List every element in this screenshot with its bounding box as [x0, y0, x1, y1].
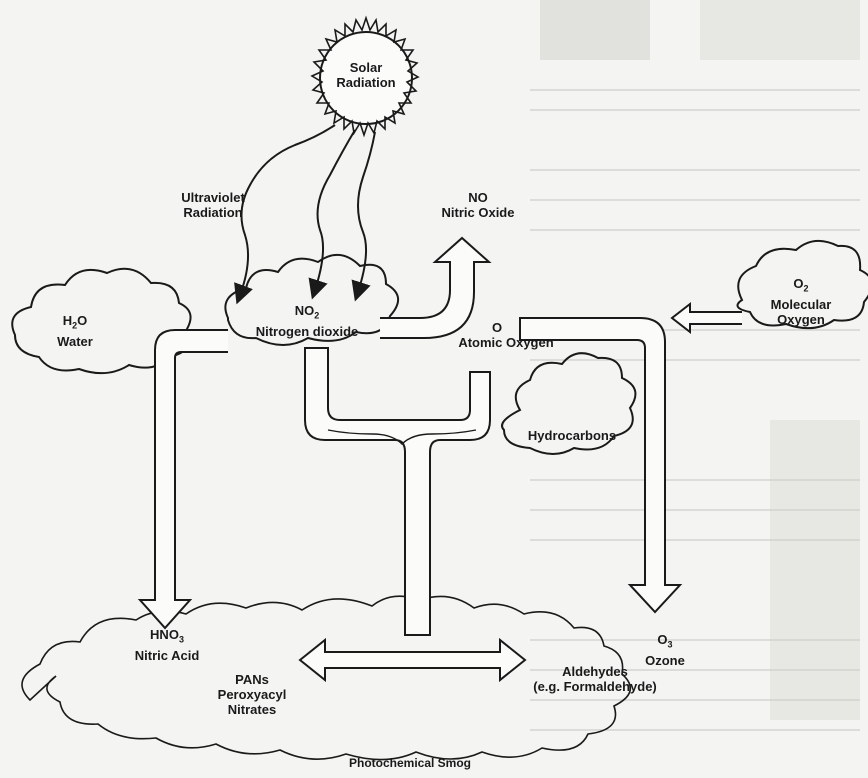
photochemical-smog-cloud	[21, 595, 632, 761]
o2-arrow	[670, 301, 742, 335]
molecular-oxygen-cloud	[736, 239, 868, 330]
ultraviolet-radiation-label: Ultraviolet Radiation	[181, 190, 245, 220]
ozone-arrow	[519, 317, 683, 614]
nitric-oxide-label: NO Nitric Oxide	[441, 190, 515, 220]
hydrocarbons-cloud	[501, 352, 637, 455]
ozone-label: O3 Ozone	[645, 632, 685, 668]
nitrogen-dioxide-cloud	[224, 254, 399, 346]
atomic-oxygen-label: O Atomic Oxygen	[458, 320, 554, 350]
nitrogen-dioxide-label: NO2 Nitrogen dioxide	[255, 303, 359, 339]
pans-aldehydes-arrow	[298, 637, 527, 683]
hno3-arrow	[137, 329, 228, 630]
photochemical-smog-label: Photochemical Smog	[348, 756, 472, 770]
pans-label: PANs Peroxyacyl Nitrates	[217, 672, 287, 717]
sun-icon	[310, 15, 420, 138]
water-cloud	[11, 267, 192, 375]
molecular-oxygen-label: O2 Molecular Oxygen	[770, 276, 832, 327]
aldehydes-label: Aldehydes (e.g. Formaldehyde)	[533, 664, 657, 694]
hydrocarbons-label: Hydrocarbons	[527, 428, 617, 443]
nitric-acid-label: HNO3 Nitric Acid	[134, 627, 200, 663]
solar-radiation-label: Solar Radiation	[336, 60, 396, 90]
central-tube	[304, 347, 491, 636]
no-arrow	[380, 236, 492, 339]
background-scan-texture	[530, 0, 860, 731]
ultraviolet-rays	[234, 124, 376, 305]
water-label: H2O Water	[57, 313, 93, 349]
